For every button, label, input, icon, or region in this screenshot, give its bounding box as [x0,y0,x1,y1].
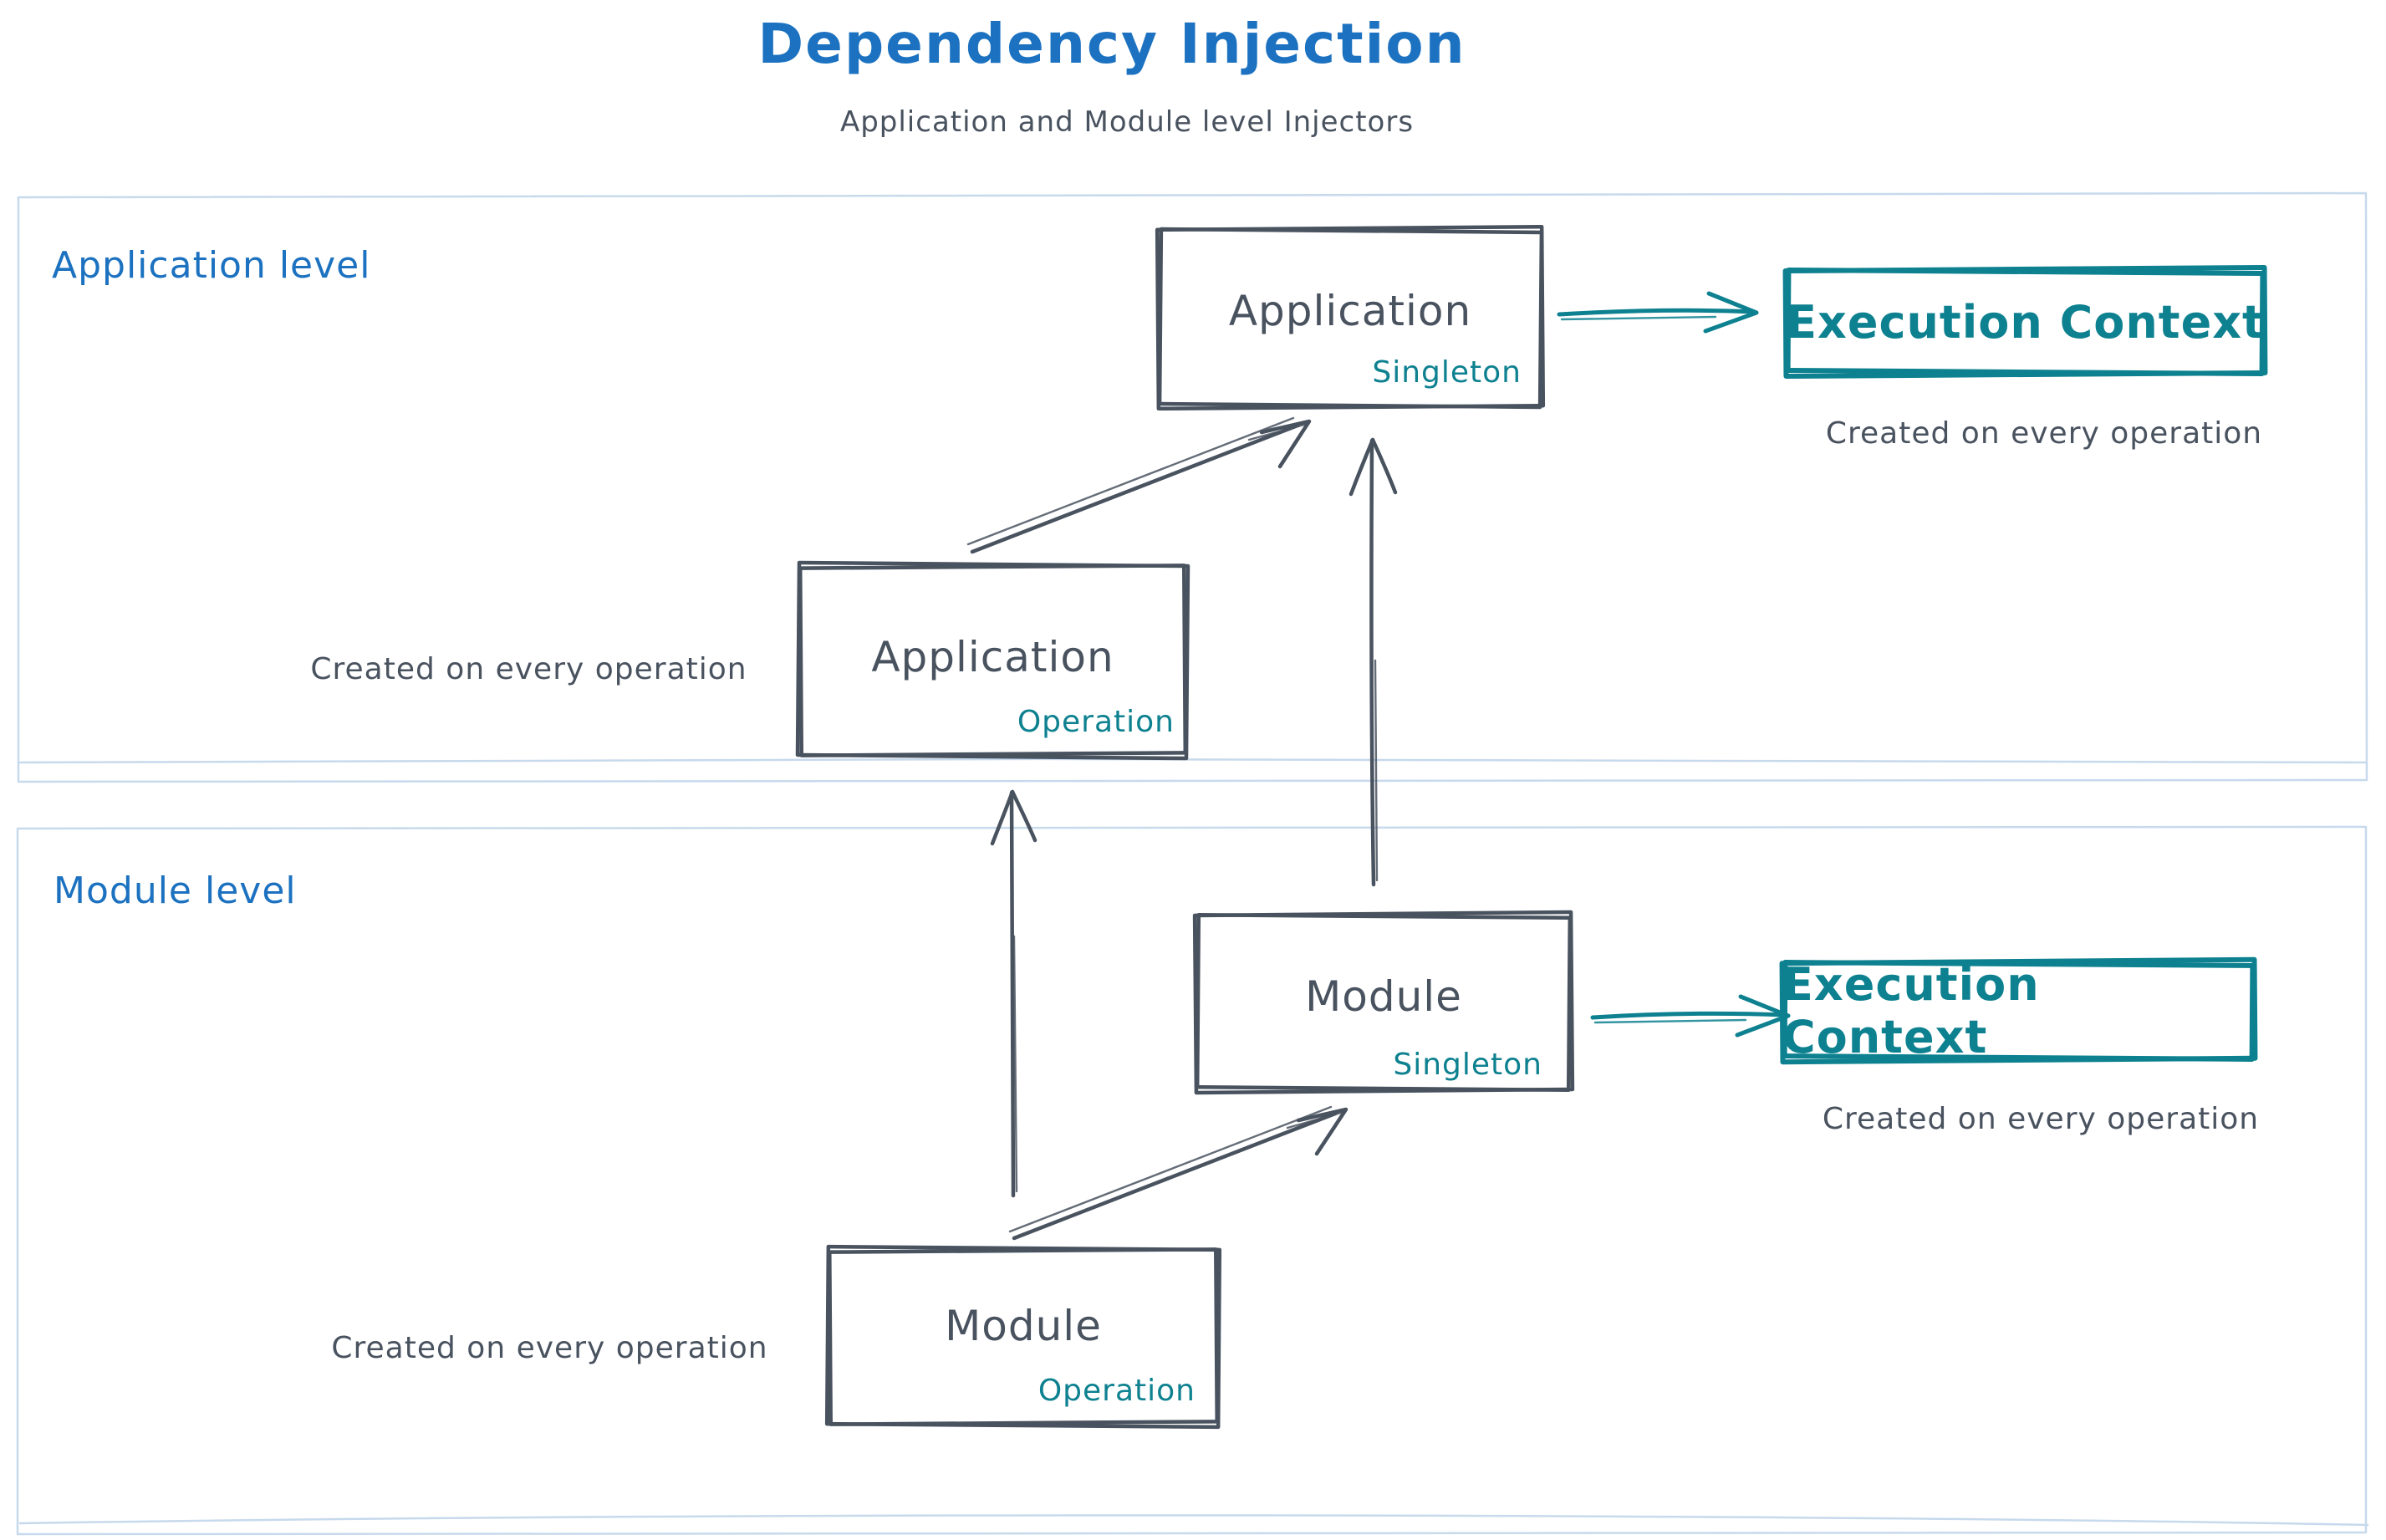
module-operation-note: Created on every operation [331,1331,768,1365]
section-label-module: Module level [54,869,297,912]
application-execution-box-outline [1782,264,2268,379]
box-title: Module [945,1302,1102,1350]
page-title: Dependency Injection [757,12,1466,76]
module-operation-box-outline [824,1244,1222,1430]
module-operation-box: Module Operation [828,1248,1219,1425]
application-operation-box: Application Operation [798,564,1187,757]
section-label-application: Application level [52,244,371,287]
application-execution-context-box: Execution Context [1786,295,2265,349]
box-title: Application [1228,287,1472,335]
module-operation-to-application-operation-arrow [990,789,1038,1198]
module-execution-note: Created on every operation [1822,1102,2260,1136]
module-singleton-to-application-singleton-arrow [1348,437,1398,887]
application-singleton-box-outline [1155,224,1546,411]
module-singleton-to-execution-arrow [1590,994,1791,1038]
module-singleton-box: Module Singleton [1196,914,1572,1091]
module-section-frame [16,825,2369,1536]
box-tag: Singleton [1372,355,1522,390]
application-execution-note: Created on every operation [1825,416,2263,451]
module-operation-to-singleton-arrow [1008,1105,1348,1241]
box-tag: Operation [1038,1374,1196,1408]
box-title: Application [871,633,1114,681]
box-title: Module [1305,972,1462,1021]
application-operation-box-outline [795,560,1190,761]
page-subtitle: Application and Module level Injectors [839,105,1415,139]
application-operation-to-singleton-arrow [966,416,1312,554]
application-singleton-to-execution-arrow [1557,291,1759,334]
module-singleton-box-outline [1192,910,1575,1095]
box-tag: Singleton [1393,1048,1542,1082]
box-tag: Operation [1017,705,1175,739]
application-section-frame [17,191,2368,783]
application-operation-note: Created on every operation [310,652,747,686]
module-execution-context-box: Execution Context [1782,958,2040,1063]
application-singleton-box: Application Singleton [1158,228,1542,407]
